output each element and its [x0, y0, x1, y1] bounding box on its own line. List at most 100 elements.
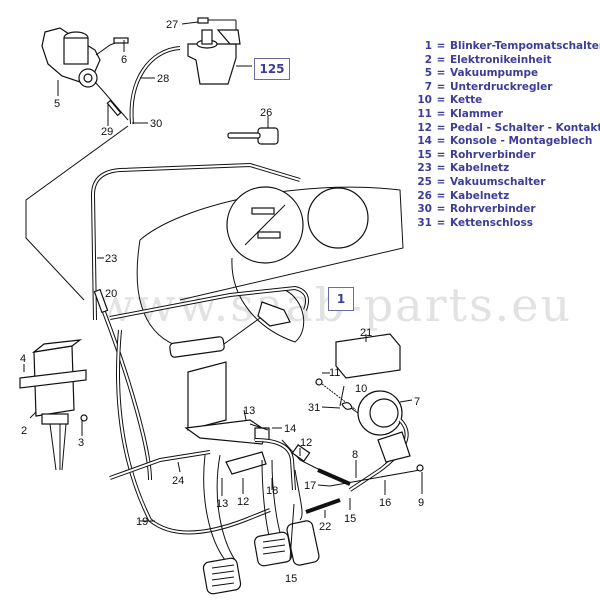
hose-29 — [103, 91, 129, 121]
legend-description: Unterdruckregler — [450, 80, 553, 93]
dashboard — [136, 186, 404, 346]
mounting-console — [184, 361, 270, 475]
legend-item: 11=Klammer — [410, 108, 600, 122]
legend-number: 10 — [417, 94, 432, 107]
nut-9 — [416, 464, 424, 472]
legend-item: 5=Vakuumpumpe — [410, 67, 600, 81]
legend-item: 30 = Rohrverbinder — [410, 203, 600, 217]
legend-equals: = — [436, 53, 446, 66]
label-part-6: 6 — [121, 54, 127, 66]
label-part-21: 21 — [360, 327, 372, 339]
legend-description: Rohrverbinder — [450, 148, 536, 161]
vacuum-switch — [187, 17, 252, 85]
legend-item: 10=Kette — [410, 94, 600, 108]
hose-17 — [317, 468, 351, 486]
legend-item: 23 = Kabelnetz — [410, 162, 600, 176]
legend-number: 1 — [424, 40, 432, 52]
label-part-20: 20 — [105, 288, 117, 300]
legend-item: 14 = Konsole - Montageblech — [410, 135, 600, 149]
cable-connector-26 — [227, 127, 279, 145]
legend-equals: = — [436, 40, 446, 52]
hose-28 — [129, 46, 181, 125]
legend-description: Kabelnetz — [450, 162, 510, 175]
legend-number: 14 — [417, 135, 432, 148]
electronic-unit — [19, 339, 88, 471]
legend-equals: = — [436, 148, 446, 161]
label-part-14: 14 — [284, 423, 296, 435]
hose-22 — [305, 498, 341, 514]
legend-equals: = — [436, 67, 446, 80]
legend-number: 5 — [424, 67, 432, 80]
legend-description: Rohrverbinder — [450, 203, 536, 216]
label-part-10: 10 — [355, 383, 367, 395]
legend-description: Konsole - Montageblech — [450, 135, 593, 148]
legend-item: 31 = Kettenschloss — [410, 217, 600, 231]
label-part-12-bottom: 12 — [237, 496, 249, 508]
legend-item: 1 = Blinker-Tempomatschalter — [410, 40, 600, 54]
legend-number: 30 — [417, 203, 432, 216]
legend-equals: = — [436, 94, 446, 107]
harness-24 — [109, 450, 211, 480]
legend-equals: = — [436, 216, 446, 229]
label-part-22: 22 — [319, 521, 331, 533]
label-part-15-right: 15 — [344, 513, 356, 525]
legend-description: Kabelnetz — [450, 189, 510, 202]
label-part-24: 24 — [172, 475, 184, 487]
label-part-23: 23 — [105, 253, 117, 265]
legend-description: Vakuumschalter — [450, 175, 546, 188]
legend-equals: = — [436, 107, 446, 120]
vacuum-pump — [41, 27, 129, 93]
label-part-16: 16 — [379, 497, 391, 509]
legend-item: 2 = Elektronikeinheit — [410, 54, 600, 68]
legend-number: 11 — [417, 107, 432, 120]
legend-equals: = — [436, 175, 446, 188]
legend-description: Blinker-Tempomatschalter — [450, 40, 600, 52]
group-125-box: 125 — [254, 58, 290, 80]
legend-equals: = — [436, 162, 446, 175]
legend-equals: = — [436, 121, 446, 134]
label-part-3: 3 — [78, 437, 84, 449]
part-1-box: 1 — [328, 287, 354, 311]
pedal-switch-12 — [291, 444, 311, 462]
label-part-12-right: 12 — [300, 437, 312, 449]
legend-number: 23 — [417, 162, 432, 175]
pedal-ribs — [211, 538, 286, 587]
leader-lines — [23, 21, 423, 561]
label-part-29: 29 — [101, 126, 113, 138]
label-part-5: 5 — [54, 98, 60, 110]
label-part-27: 27 — [166, 19, 178, 31]
vacuum-regulator — [315, 378, 403, 436]
legend-item: 12 = Pedal - Schalter - Kontakte — [410, 122, 600, 136]
legend-number: 2 — [424, 53, 432, 66]
legend-item: 25 = Vakuumschalter — [410, 176, 600, 190]
label-part-2: 2 — [21, 425, 27, 437]
legend-number: 12 — [417, 121, 432, 134]
label-part-11: 11 — [329, 367, 340, 379]
label-part-17: 17 — [304, 480, 316, 492]
legend-number: 31 — [417, 216, 432, 229]
parts-legend: 1 = Blinker-Tempomatschalter 2 = Elektronike… — [410, 40, 600, 230]
legend-description: Elektronikeinheit — [450, 53, 552, 66]
legend-description: Kettenschloss — [450, 216, 533, 229]
legend-number: 26 — [417, 189, 432, 202]
legend-item: 26 = Kabelnetz — [410, 190, 600, 204]
legend-item: 7=Unterdruckregler — [410, 81, 600, 95]
legend-equals: = — [436, 189, 446, 202]
label-part-8: 8 — [352, 449, 358, 461]
legend-number: 15 — [417, 148, 432, 161]
legend-number: 25 — [417, 175, 432, 188]
label-part-4: 4 — [20, 353, 26, 365]
legend-equals: = — [436, 135, 446, 148]
label-part-9: 9 — [418, 497, 424, 509]
cover-21 — [335, 333, 401, 379]
legend-equals: = — [436, 203, 446, 216]
label-part-30: 30 — [150, 118, 162, 130]
label-part-7: 7 — [414, 396, 420, 408]
legend-item: 15 = Rohrverbinder — [410, 149, 600, 163]
cruise-control-stalk — [169, 301, 291, 358]
legend-description: Pedal - Schalter - Kontakte — [450, 121, 600, 134]
label-part-15-bottom: 15 — [285, 573, 297, 585]
label-part-13-top: 13 — [243, 405, 255, 417]
legend-equals: = — [436, 80, 446, 93]
